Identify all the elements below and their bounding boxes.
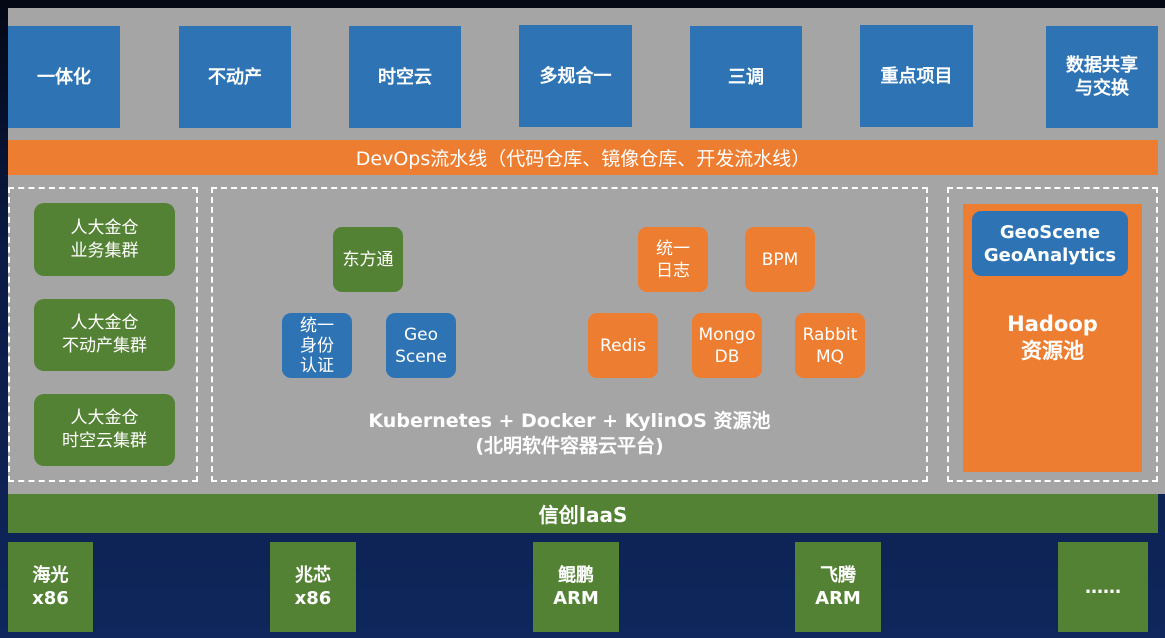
cluster-label: 人大金仓 时空云集群	[62, 408, 147, 451]
service-label: 统一 日志	[656, 238, 690, 281]
hardware-label: 兆芯 x86	[294, 565, 332, 609]
geoanalytics-label: GeoScene GeoAnalytics	[983, 221, 1117, 266]
service-rabbitmq[interactable]: Rabbit MQ	[795, 313, 865, 378]
app-label: 多规合一	[539, 65, 612, 87]
service-unified-log[interactable]: 统一 日志	[638, 227, 708, 292]
hw-zhaoxin[interactable]: 兆芯 x86	[270, 542, 356, 632]
devops-label: DevOps流水线（代码仓库、镜像仓库、开发流水线）	[355, 148, 811, 170]
hw-kunpeng[interactable]: 鲲鹏 ARM	[533, 542, 619, 632]
app-zhongdianxiangmu[interactable]: 重点项目	[860, 25, 973, 127]
service-label: Redis	[600, 335, 646, 356]
devops-pipeline-bar: DevOps流水线（代码仓库、镜像仓库、开发流水线）	[8, 140, 1158, 175]
app-label: 数据共享 与交换	[1066, 55, 1138, 99]
hw-hygon[interactable]: 海光 x86	[8, 542, 93, 632]
service-label: 东方通	[342, 249, 394, 270]
app-yitihua[interactable]: 一体化	[8, 26, 120, 128]
container-platform-title: Kubernetes + Docker + KylinOS 资源池 (北明软件容…	[211, 405, 928, 463]
db-cluster-business[interactable]: 人大金仓 业务集群	[34, 203, 175, 276]
hadoop-title-text: Hadoop 资源池	[1007, 312, 1098, 363]
container-platform-group	[211, 187, 928, 482]
app-label: 时空云	[378, 66, 432, 88]
service-label: BPM	[761, 249, 799, 270]
db-cluster-spatiotemporal[interactable]: 人大金仓 时空云集群	[34, 394, 175, 466]
service-geoscene[interactable]: Geo Scene	[386, 313, 456, 378]
service-redis[interactable]: Redis	[588, 313, 658, 378]
db-cluster-realestate[interactable]: 人大金仓 不动产集群	[34, 299, 175, 371]
service-label: Rabbit MQ	[802, 324, 858, 367]
cluster-label: 人大金仓 不动产集群	[62, 313, 147, 356]
service-bpm[interactable]: BPM	[745, 227, 815, 292]
service-dongfangtong[interactable]: 东方通	[333, 227, 403, 292]
app-label: 三调	[728, 66, 764, 88]
service-mongodb[interactable]: Mongo DB	[692, 313, 762, 378]
platform-title-line1: Kubernetes + Docker + KylinOS 资源池	[368, 410, 771, 432]
app-shikongyun[interactable]: 时空云	[349, 26, 461, 128]
app-sandiao[interactable]: 三调	[690, 26, 802, 128]
hardware-label: 鲲鹏 ARM	[553, 565, 599, 609]
app-label: 不动产	[208, 66, 262, 88]
app-duoguiheyi[interactable]: 多规合一	[519, 25, 632, 127]
app-data-sharing[interactable]: 数据共享 与交换	[1046, 26, 1158, 128]
database-cluster-group	[8, 187, 198, 482]
app-label: 一体化	[37, 66, 91, 88]
cluster-label: 人大金仓 业务集群	[70, 217, 139, 261]
hw-phytium[interactable]: 飞腾 ARM	[795, 542, 881, 632]
service-unified-identity[interactable]: 统一 身份 认证	[282, 313, 352, 378]
service-label: 统一 身份 认证	[300, 315, 334, 376]
platform-title-line2: (北明软件容器云平台)	[475, 435, 664, 457]
service-label: Geo Scene	[395, 324, 447, 367]
hw-more[interactable]: ……	[1058, 542, 1148, 632]
geoanalytics-box[interactable]: GeoScene GeoAnalytics	[972, 211, 1128, 276]
hadoop-group	[947, 187, 1158, 482]
app-label: 重点项目	[880, 65, 953, 87]
hardware-label: 飞腾 ARM	[815, 565, 861, 609]
app-budongchan[interactable]: 不动产	[179, 26, 291, 128]
hardware-label: ……	[1085, 576, 1121, 598]
service-label: Mongo DB	[698, 324, 756, 367]
hadoop-title: Hadoop 资源池	[963, 308, 1142, 368]
hardware-label: 海光 x86	[32, 565, 69, 609]
iaas-bar: 信创IaaS	[8, 494, 1158, 533]
iaas-label: 信创IaaS	[538, 503, 628, 527]
